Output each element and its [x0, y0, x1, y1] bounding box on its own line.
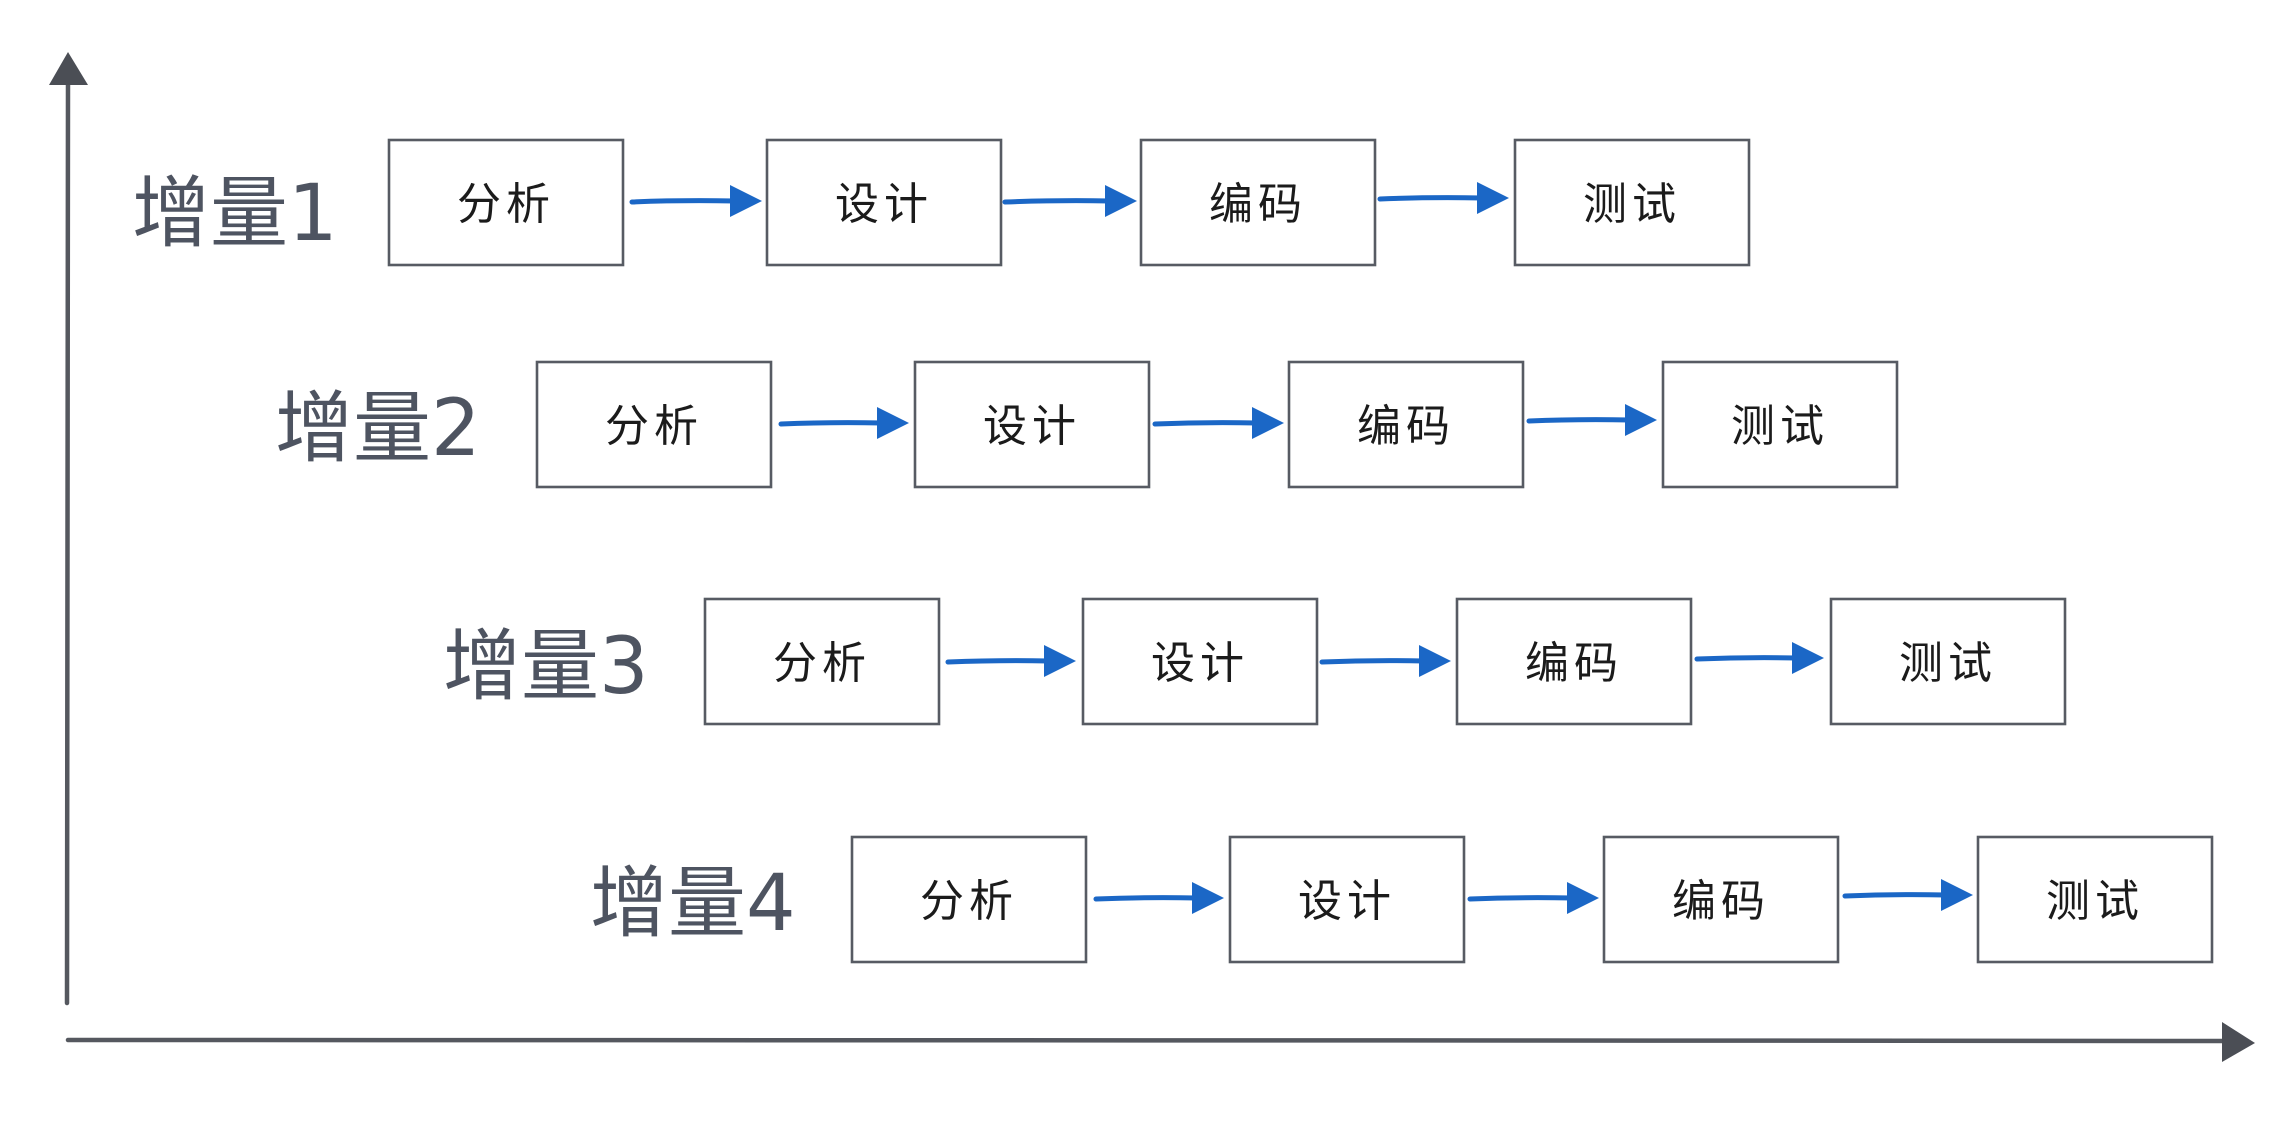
- increment-row-4: 增量4 分析 设计 编码 测试: [590, 835, 2214, 964]
- increment-row-1: 增量1 分析 设计 编码 测试: [132, 138, 1751, 267]
- stage-box-analysis: 分析: [387, 138, 625, 267]
- stage-box-design: 设计: [1228, 835, 1466, 964]
- stage-label-analysis: 分析: [605, 401, 703, 452]
- stage-box-coding: 编码: [1287, 360, 1525, 489]
- stage-arrow: [1319, 645, 1451, 677]
- increment-label-1: 增量1: [132, 169, 338, 259]
- stage-label-analysis: 分析: [457, 179, 555, 230]
- stage-arrow: [629, 185, 762, 217]
- stage-label-coding: 编码: [1525, 638, 1623, 689]
- y-axis-arrowhead: [49, 52, 88, 85]
- stage-label-testing: 测试: [1583, 179, 1681, 230]
- stage-arrow: [1152, 407, 1284, 439]
- stage-box-design: 设计: [913, 360, 1151, 489]
- stage-label-analysis: 分析: [773, 638, 871, 689]
- increment-label-2: 增量2: [275, 384, 481, 474]
- stage-label-design: 设计: [1298, 876, 1396, 927]
- stage-box-coding: 编码: [1139, 138, 1377, 267]
- stage-arrow: [1526, 404, 1657, 436]
- stage-label-testing: 测试: [2046, 876, 2144, 927]
- stage-arrow: [1002, 185, 1137, 217]
- increment-row-3: 增量3 分析 设计 编码 测试: [443, 597, 2067, 726]
- stage-arrow: [945, 645, 1076, 677]
- stage-arrow: [1377, 182, 1509, 214]
- stage-box-analysis: 分析: [535, 360, 773, 489]
- stage-box-testing: 测试: [1976, 835, 2214, 964]
- stage-label-testing: 测试: [1731, 401, 1829, 452]
- y-axis-line: [64, 75, 71, 1006]
- stage-label-coding: 编码: [1357, 401, 1455, 452]
- increment-label-3: 增量3: [443, 622, 649, 712]
- stage-box-testing: 测试: [1829, 597, 2067, 726]
- stage-box-analysis: 分析: [703, 597, 941, 726]
- increment-label-4: 增量4: [590, 859, 796, 949]
- x-axis-line: [65, 1037, 2228, 1044]
- stage-box-design: 设计: [765, 138, 1003, 267]
- stage-arrow: [778, 407, 909, 439]
- stage-label-design: 设计: [983, 401, 1081, 452]
- stage-arrow: [1467, 882, 1599, 914]
- axes: [49, 52, 2255, 1062]
- stage-label-analysis: 分析: [920, 876, 1018, 927]
- stage-box-analysis: 分析: [850, 835, 1088, 964]
- stage-label-testing: 测试: [1899, 638, 1997, 689]
- stage-box-coding: 编码: [1455, 597, 1693, 726]
- x-axis-arrowhead: [2222, 1022, 2255, 1062]
- stage-box-testing: 测试: [1661, 360, 1899, 489]
- stage-box-testing: 测试: [1513, 138, 1751, 267]
- stage-label-coding: 编码: [1672, 876, 1770, 927]
- stage-arrow: [1694, 642, 1824, 674]
- increment-row-2: 增量2 分析 设计 编码 测试: [275, 360, 1899, 489]
- stage-label-coding: 编码: [1209, 179, 1307, 230]
- stage-arrow: [1842, 879, 1973, 911]
- stage-label-design: 设计: [835, 179, 933, 230]
- stage-box-coding: 编码: [1602, 835, 1840, 964]
- stage-label-design: 设计: [1151, 638, 1249, 689]
- stage-arrow: [1093, 882, 1224, 914]
- stage-box-design: 设计: [1081, 597, 1319, 726]
